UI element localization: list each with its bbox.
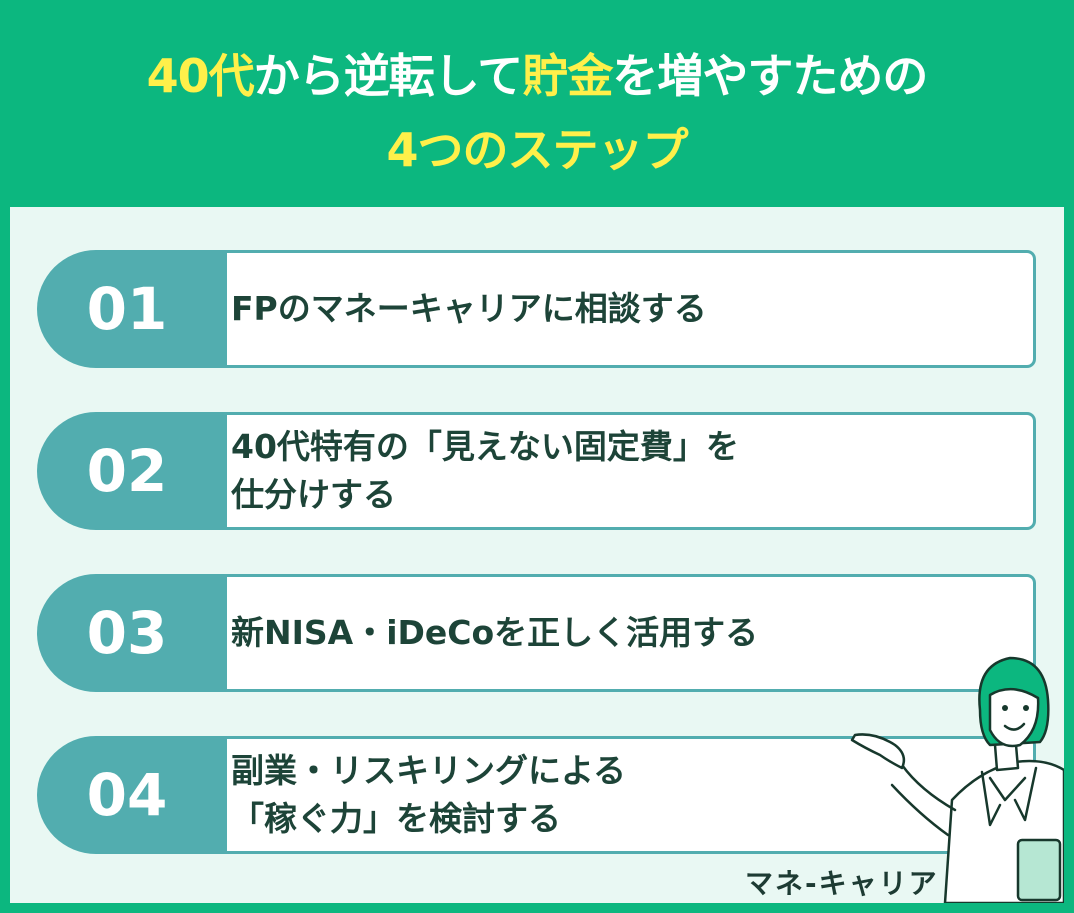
step-item: 40代特有の「見えない固定費」を 仕分けする 02 [37,412,1036,530]
step-number-badge: 04 [37,736,227,854]
title-highlight: 40代 [146,49,255,103]
title-text: から逆転して [253,49,524,103]
frame-border [1064,207,1074,913]
step-text: 副業・リスキリングによる [231,751,627,790]
title-highlight: 貯金 [522,49,613,103]
title-highlight: 4つのステップ [386,123,688,177]
step-item: FPのマネーキャリアに相談する 01 [37,250,1036,368]
step-number-badge: 01 [37,250,227,368]
step-number-badge: 03 [37,574,227,692]
frame-border [0,903,1074,913]
title-line-2: 4つのステップ [0,122,1074,178]
step-text: 「稼ぐ力」を検討する [231,799,561,838]
title-text: を増やすための [612,49,928,103]
step-text: 新NISA・iDeCoを正しく活用する [231,613,759,652]
step-text: 40代特有の「見えない固定費」を [231,427,739,466]
title-line-1: 40代から逆転して貯金を増やすための [0,48,1074,104]
step-text: 仕分けする [231,475,396,514]
woman-presenting-icon [850,656,1064,903]
step-text-box: 新NISA・iDeCoを正しく活用する [203,574,1036,692]
header: 40代から逆転して貯金を増やすための 4つのステップ [0,0,1074,207]
step-item: 新NISA・iDeCoを正しく活用する 03 [37,574,1036,692]
step-text-box: FPのマネーキャリアに相談する [203,250,1036,368]
step-text: FPのマネーキャリアに相談する [231,289,707,328]
brand-logo: マネ-キャリア [745,867,939,900]
step-number-badge: 02 [37,412,227,530]
step-text-box: 40代特有の「見えない固定費」を 仕分けする [203,412,1036,530]
